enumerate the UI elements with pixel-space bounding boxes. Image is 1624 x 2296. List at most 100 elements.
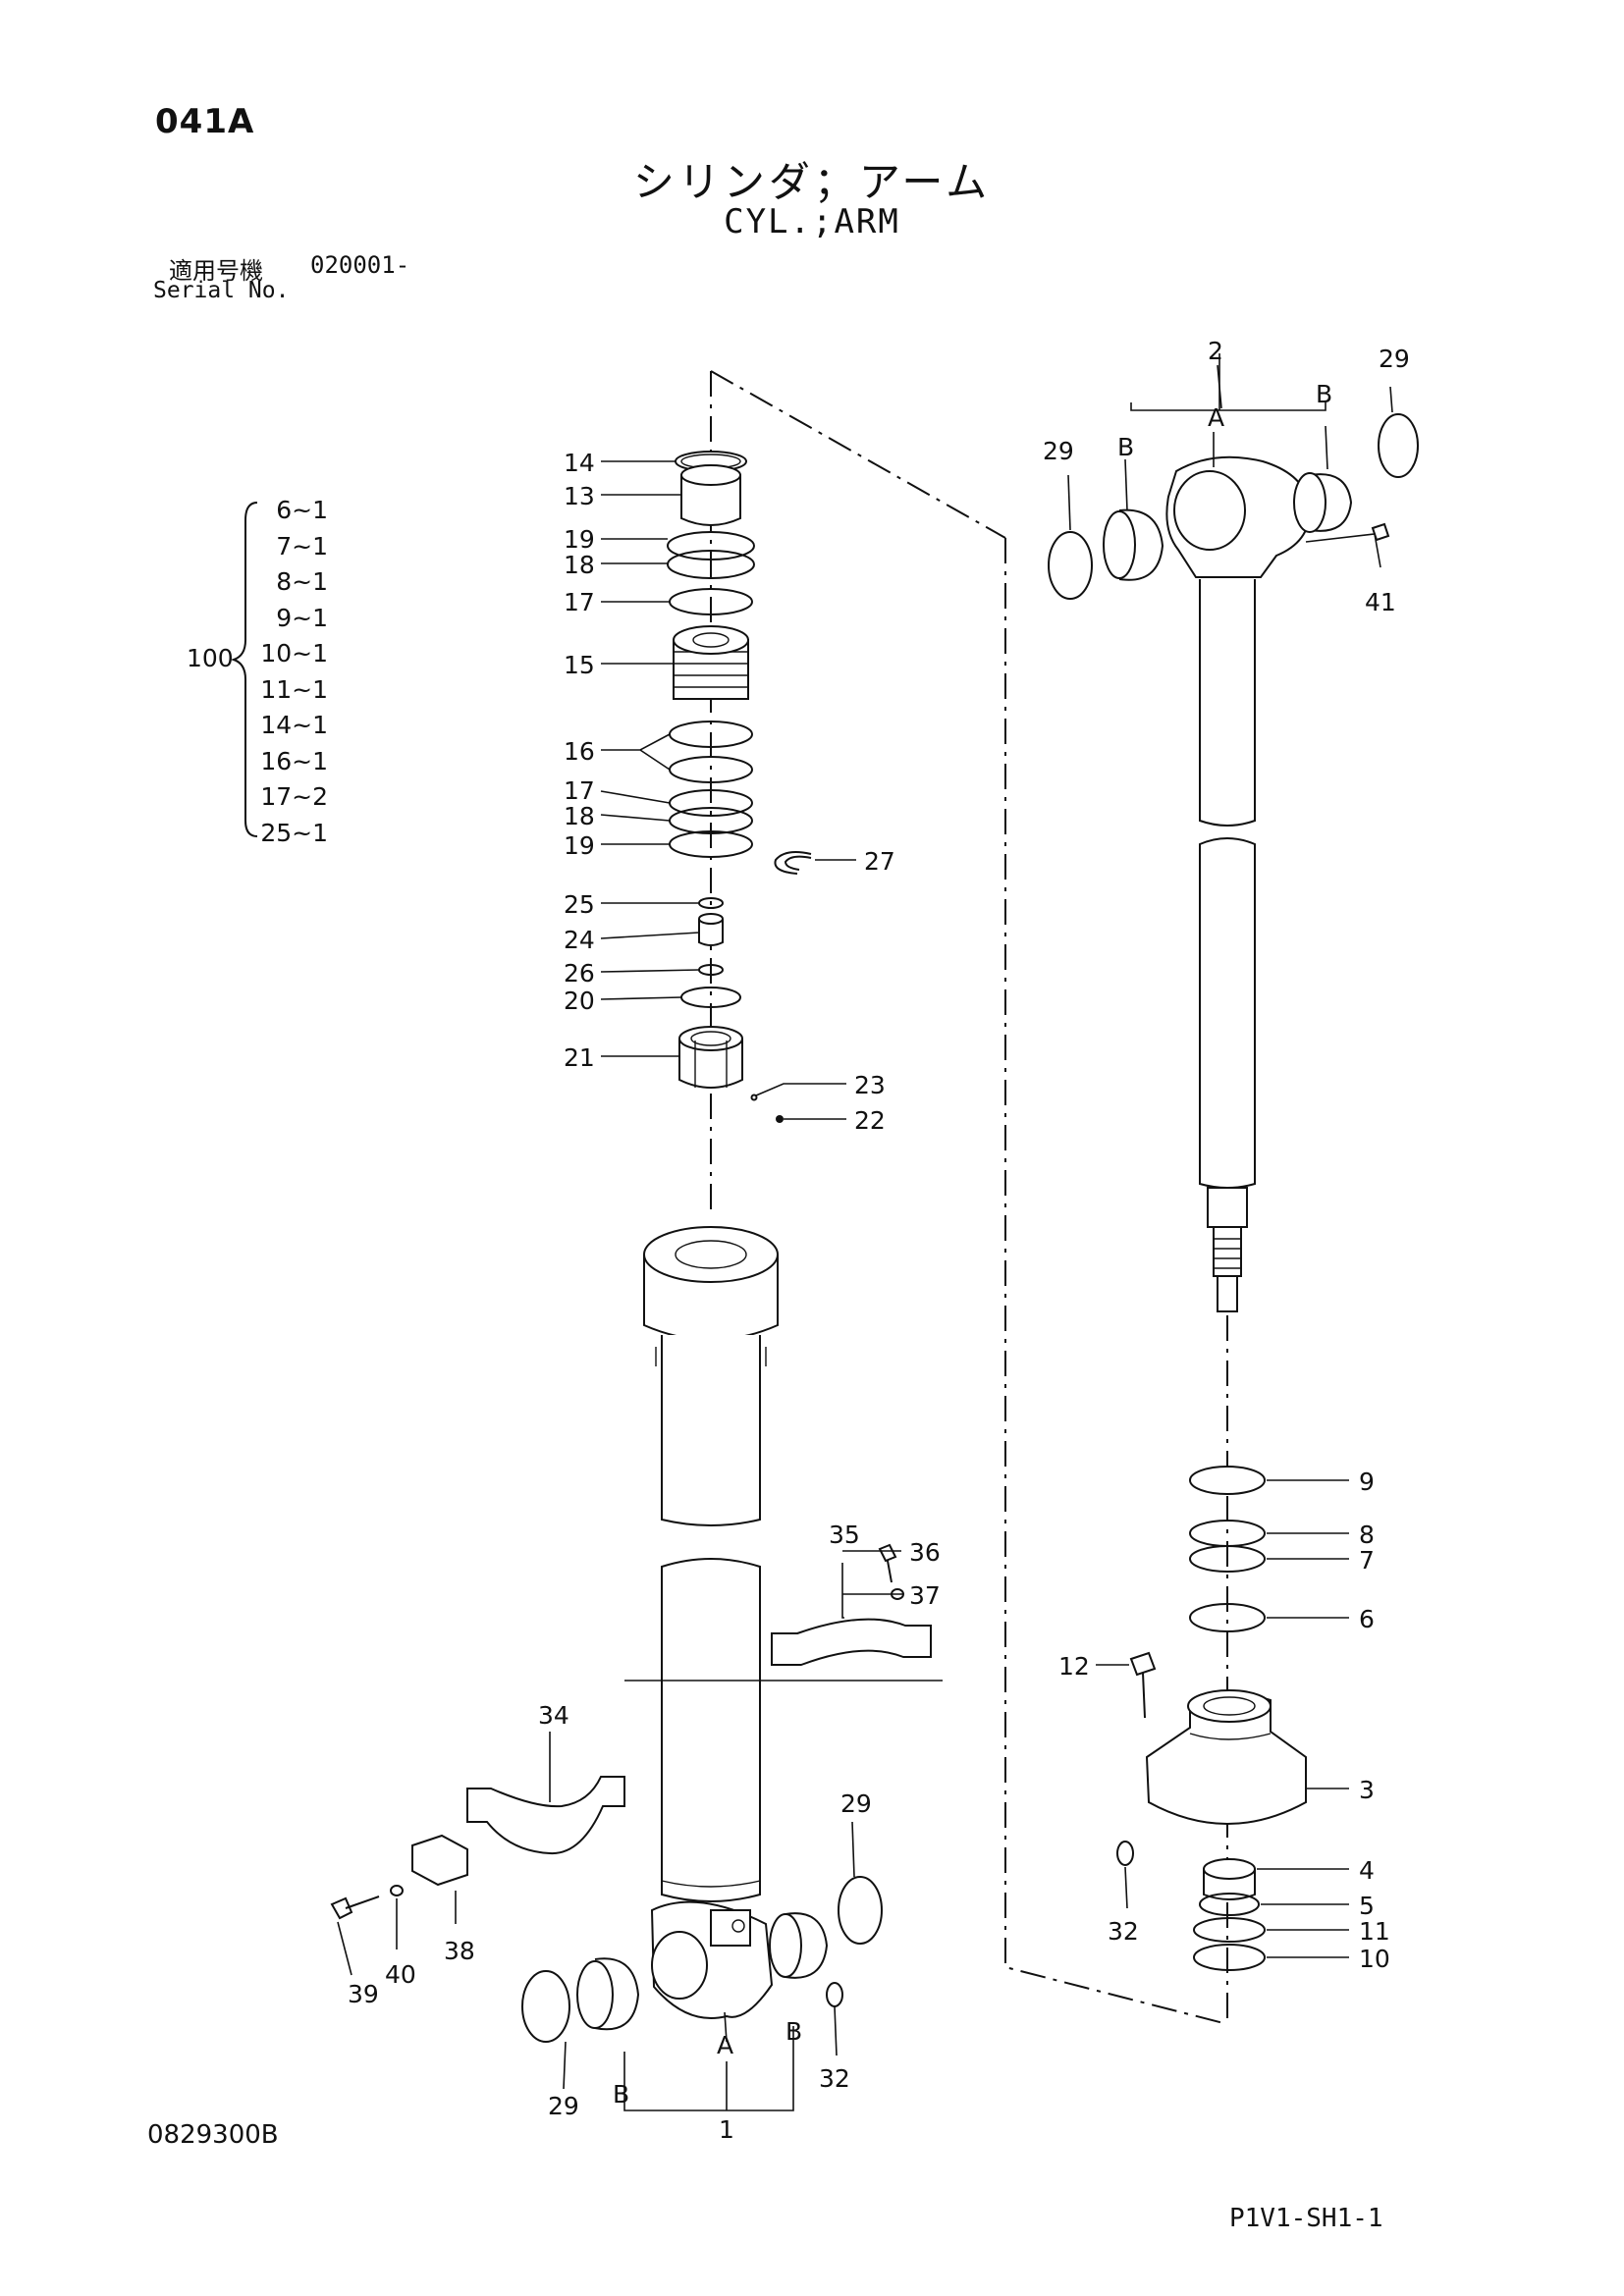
callout-6: 6: [1359, 1605, 1375, 1633]
callout-B: B: [1117, 433, 1134, 461]
part-B-bushing: [769, 1912, 829, 1979]
part-6-ring: [1189, 1603, 1266, 1632]
part-29-seal: [1378, 413, 1419, 478]
callout-29: 29: [1043, 437, 1074, 465]
callout-24: 24: [564, 926, 595, 954]
cylinder-tube-lower: [661, 1558, 761, 1902]
part-15-rod-cover: [673, 625, 749, 700]
part-22-set-screw: [776, 1115, 784, 1123]
kit-item-list: 6~1 7~1 8~1 9~1 10~1 11~1 14~1 16~1 17~2…: [257, 493, 328, 851]
callout-A: A: [1208, 403, 1224, 432]
part-29-seal: [521, 1970, 570, 2043]
callout-5: 5: [1359, 1892, 1375, 1920]
callout-26: 26: [564, 959, 595, 988]
callout-22: 22: [854, 1106, 886, 1135]
callout-8: 8: [1359, 1521, 1375, 1549]
part-B-bushing: [1103, 508, 1164, 581]
callout-B: B: [613, 2080, 629, 2109]
part-5-ring: [1199, 1893, 1260, 1916]
part-18-seal: [667, 550, 755, 579]
callout-40: 40: [385, 1960, 416, 1989]
part-9-seal: [1189, 1466, 1266, 1495]
part-27-snap-ring: [774, 851, 812, 875]
callout-21: 21: [564, 1043, 595, 1072]
callout-18: 18: [564, 802, 595, 830]
callout-4: 4: [1359, 1856, 1375, 1885]
title-english: CYL.;ARM: [724, 202, 900, 241]
phantom-line-right: [1004, 538, 1228, 2025]
callout-3: 3: [1359, 1776, 1375, 1804]
callout-36: 36: [909, 1538, 941, 1567]
part-11-ring: [1193, 1917, 1266, 1943]
part-23-ball: [750, 1094, 758, 1101]
part-35-clamp: [771, 1618, 932, 1666]
callout-34: 34: [538, 1701, 569, 1730]
callout-37: 37: [909, 1581, 941, 1610]
phantom-line-top: [710, 370, 1006, 539]
kit-item: 10~1: [260, 639, 328, 667]
callout-29: 29: [1379, 345, 1410, 373]
callout-2: 2: [1208, 337, 1223, 365]
part-3-piston: [1145, 1689, 1307, 1825]
callout-18: 18: [564, 551, 595, 579]
serial-value: 020001-: [310, 251, 410, 279]
kit-item: 6~1: [276, 496, 328, 524]
kit-item: 16~1: [260, 746, 328, 775]
callout-10: 10: [1359, 1945, 1390, 1973]
sheet-number: P1V1-SH1-1: [1229, 2204, 1383, 2233]
callout-13: 13: [564, 482, 595, 510]
part-34-clamp: [466, 1776, 625, 1855]
piston-rod-upper: [1199, 579, 1256, 827]
callout-32: 32: [819, 2064, 850, 2093]
cylinder-bottom-eye: [650, 1900, 774, 2019]
part-12-bolt: [1129, 1651, 1157, 1719]
callout-39: 39: [348, 1980, 379, 2008]
kit-item: 14~1: [260, 711, 328, 739]
cylinder-tube-head: [643, 1226, 779, 1341]
callout-11: 11: [1359, 1917, 1390, 1946]
callout-17: 17: [564, 776, 595, 805]
callout-29: 29: [840, 1789, 872, 1818]
callout-labels: 14 13 19 18 17 15 16 17 18 19 27 25 24 2…: [348, 337, 1410, 2144]
part-38-block: [411, 1834, 468, 1887]
callout-A: A: [717, 2031, 733, 2059]
callout-12: 12: [1058, 1652, 1090, 1681]
part-7-ring: [1189, 1545, 1266, 1573]
callout-38: 38: [444, 1937, 475, 1965]
callout-32: 32: [1108, 1917, 1139, 1946]
callout-23: 23: [854, 1071, 886, 1099]
part-36-bolt: [878, 1543, 897, 1583]
callout-19: 19: [564, 831, 595, 860]
kit-item: 9~1: [276, 603, 328, 632]
part-B-bushing: [1293, 472, 1353, 533]
cylinder-tube-upper: [655, 1335, 767, 1526]
part-40-washer: [390, 1885, 404, 1896]
part-21-nut: [678, 1026, 743, 1089]
callout-41: 41: [1365, 588, 1396, 616]
callout-25: 25: [564, 890, 595, 919]
part-19-backup-ring: [667, 531, 755, 561]
kit-item: 17~2: [260, 782, 328, 811]
part-29-seal: [1048, 531, 1093, 600]
serial-label-english: Serial No.: [153, 278, 290, 303]
kit-item: 25~1: [260, 818, 328, 847]
part-10-ring: [1193, 1944, 1266, 1971]
callout-35: 35: [829, 1521, 860, 1549]
part-32-grease-fitting: [826, 1982, 843, 2007]
kit-reference-number: 100: [187, 644, 234, 672]
part-32-grease-fitting: [1116, 1841, 1134, 1866]
part-39-bolt: [330, 1896, 380, 1920]
serial-label-japanese: 適用号機: [169, 257, 263, 285]
part-13-bushing: [680, 464, 741, 526]
callout-29: 29: [548, 2092, 579, 2120]
callout-16: 16: [564, 737, 595, 766]
callout-17: 17: [564, 588, 595, 616]
part-B-bushing: [576, 1957, 640, 2031]
kit-brace: [230, 502, 258, 837]
callout-B: B: [1316, 380, 1332, 408]
callout-27: 27: [864, 847, 895, 876]
piston-rod-lower: [1199, 837, 1256, 1189]
callout-15: 15: [564, 651, 595, 679]
piston-rod-eye: [1165, 455, 1312, 578]
